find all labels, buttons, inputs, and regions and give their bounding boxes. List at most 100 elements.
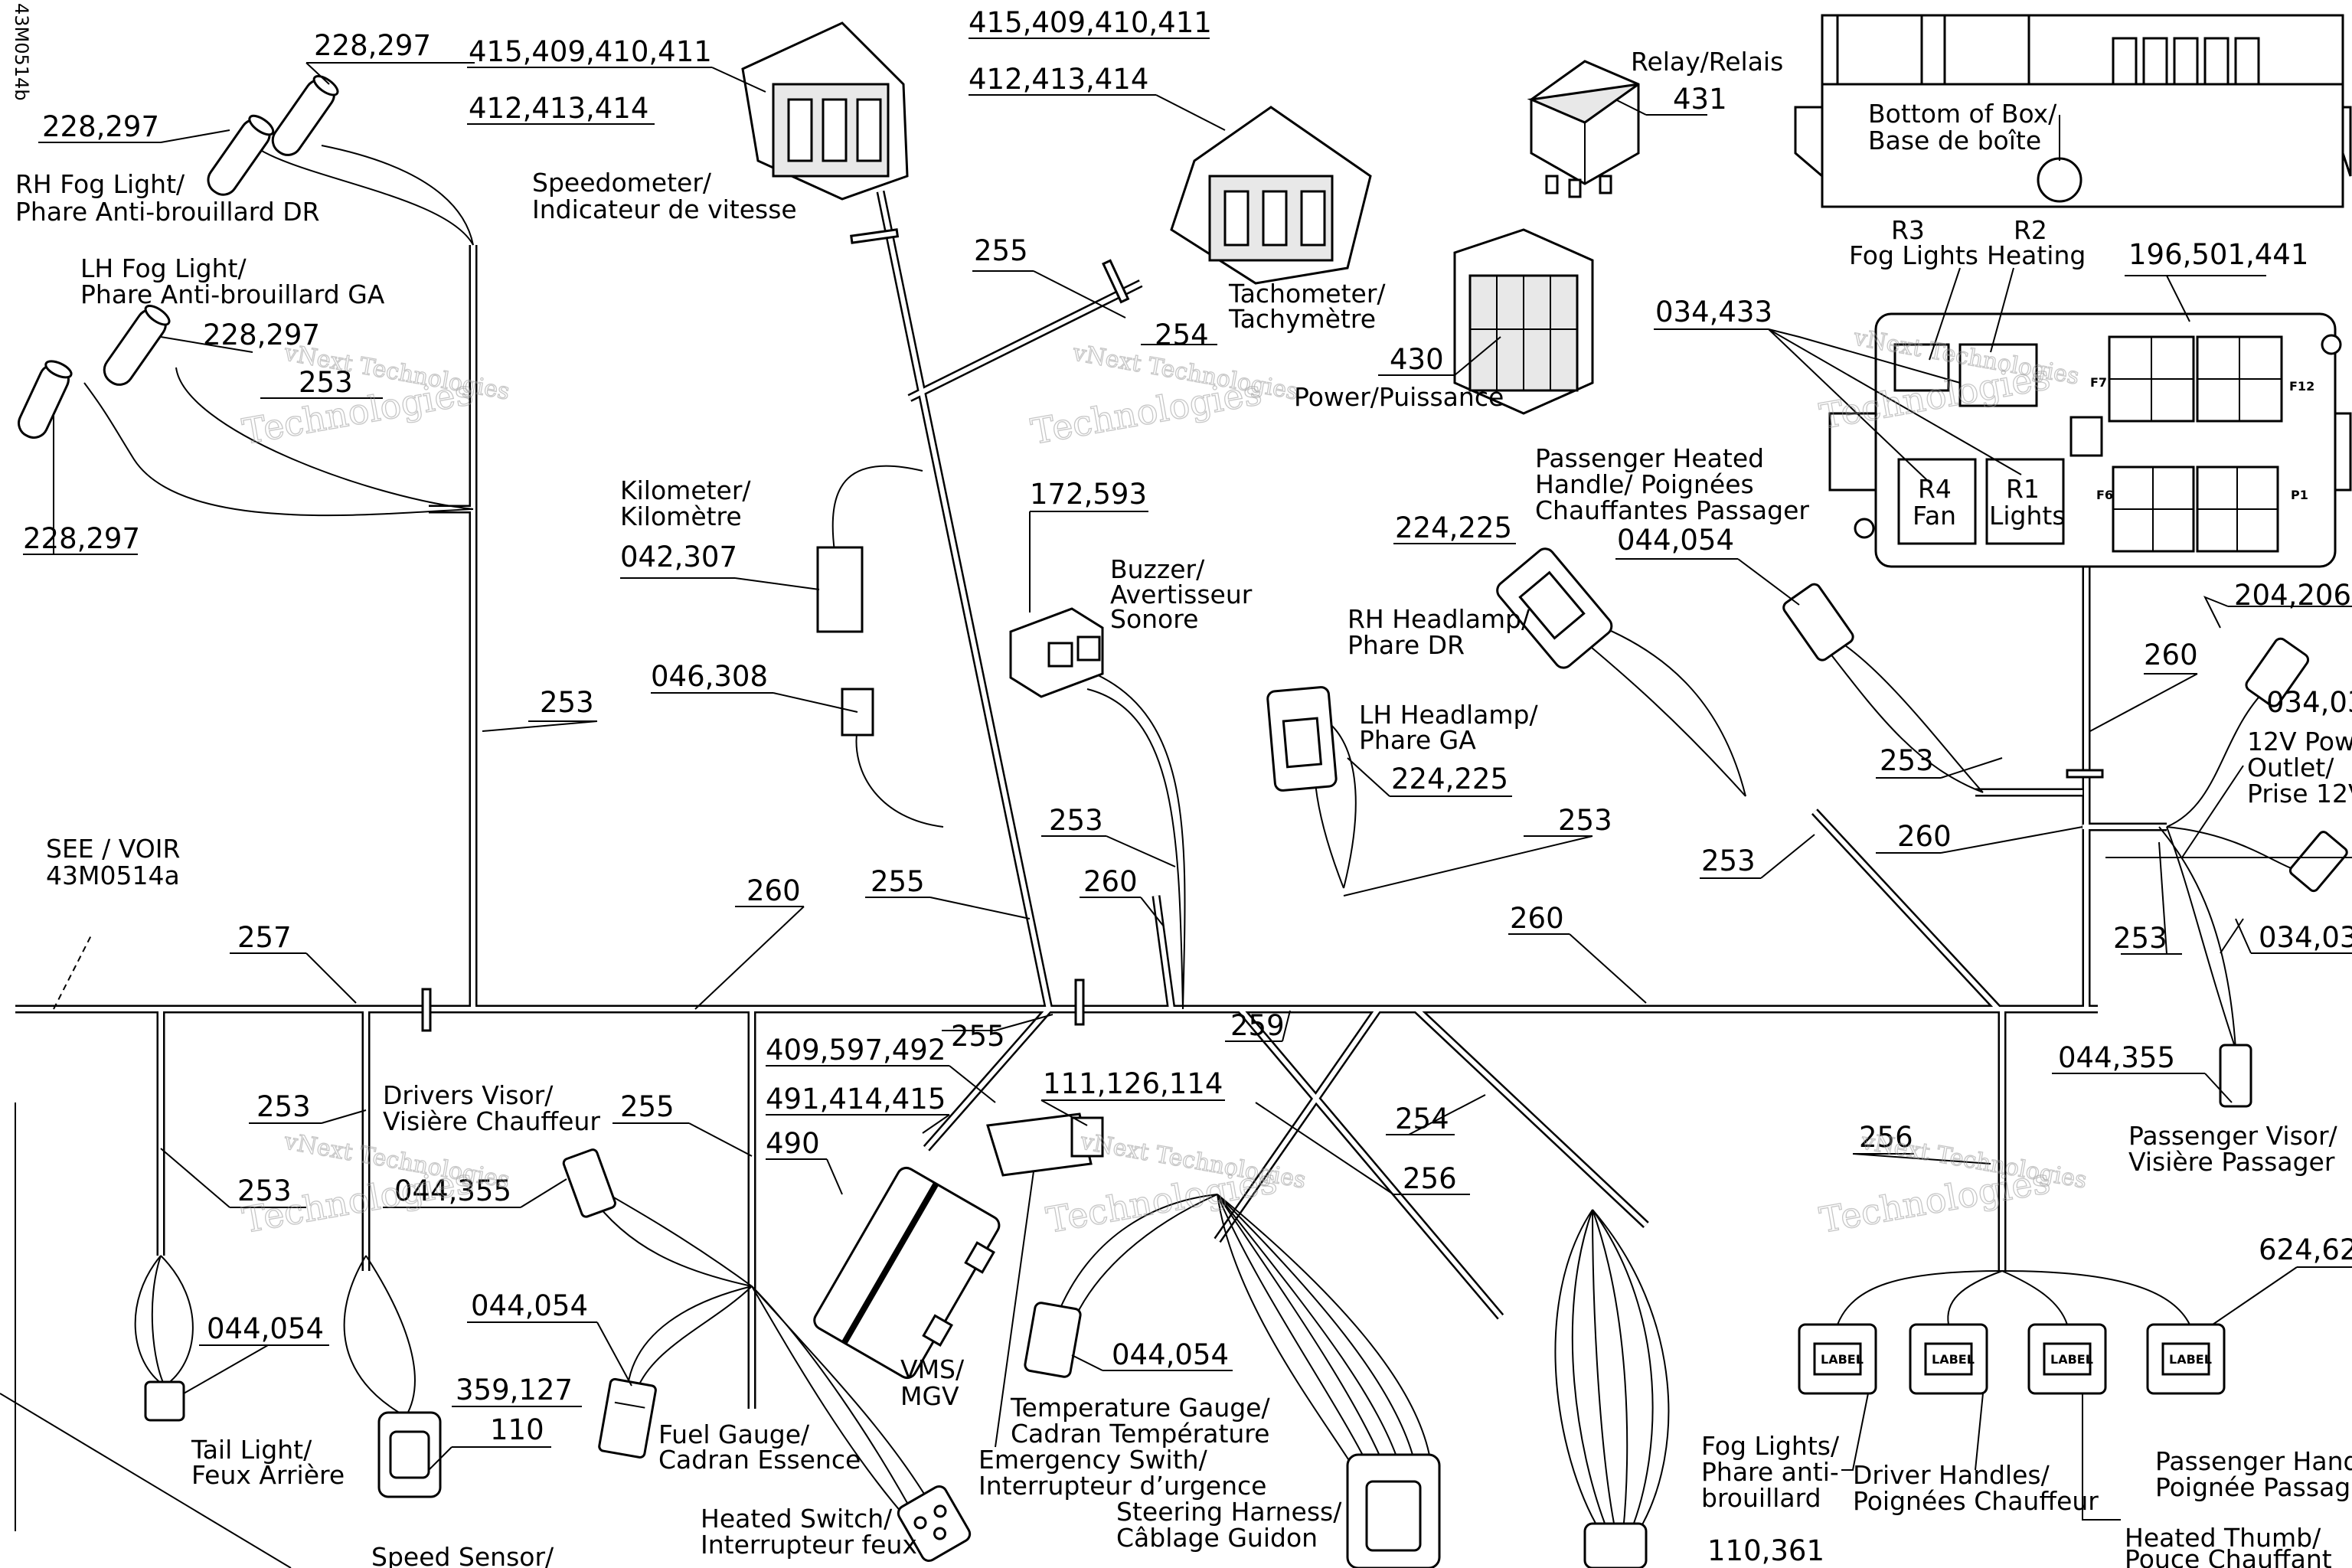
- ref-412-a: 412,413,414: [469, 92, 648, 125]
- r4-fan-label: Fan: [1913, 501, 1956, 531]
- lh-headlamp-connector: [1266, 686, 1338, 792]
- ref-359-127: 359,127: [456, 1374, 573, 1406]
- ref-034-03-a: 034,03: [2266, 686, 2352, 719]
- watermark-6b: Technologies: [1817, 1160, 2053, 1241]
- r3-fog-label: Fog Lights: [1849, 240, 1978, 270]
- ref-254-top: 254: [1155, 318, 1209, 351]
- ref-409: 409,597,492: [766, 1034, 946, 1067]
- ref-260-right: 260: [2144, 639, 2198, 671]
- driver-handles-label: Driver Handles/: [1853, 1460, 2050, 1490]
- power-label: Power/Puissance: [1294, 382, 1504, 412]
- ref-255-mid: 255: [871, 865, 925, 898]
- buzzer-label-3: Sonore: [1110, 604, 1198, 634]
- ref-044-054-d: 044,054: [1112, 1338, 1229, 1371]
- ref-111: 111,126,114: [1043, 1067, 1223, 1100]
- drivers-visor-label: Drivers Visor/: [383, 1080, 554, 1110]
- ref-415-a: 415,409,410,411: [469, 35, 712, 68]
- heated-thumb-label: Heated Thumb/: [2125, 1523, 2321, 1553]
- r2-label: R2: [2014, 215, 2047, 245]
- outlet-connector-b: [2288, 831, 2348, 893]
- ref-034-433: 034,433: [1655, 296, 1772, 328]
- passenger-heated-label: Passenger Heated: [1535, 443, 1764, 473]
- rh-headlamp-label-2: Phare DR: [1348, 630, 1465, 660]
- ref-044-054-b: 044,054: [207, 1312, 324, 1345]
- fuse-p1: P1: [2291, 488, 2308, 502]
- temperature-label: Temperature Gauge/: [1010, 1393, 1270, 1423]
- speedometer-connector: [741, 21, 909, 201]
- rh-fog-bulb-b: [207, 114, 275, 196]
- fog-lights-label: Fog Lights/: [1701, 1431, 1840, 1461]
- passenger-heated-label-2: Handle/ Poignées: [1535, 469, 1754, 499]
- ref-204-206: 204,206: [2234, 579, 2351, 612]
- ref-044-355-b: 044,355: [2058, 1041, 2175, 1074]
- steering-label: Steering Harness/: [1116, 1497, 1342, 1527]
- watermark-4b: Technologies: [240, 1160, 476, 1241]
- label-box-thumb: [2027, 1323, 2107, 1395]
- ref-228-297-c: 228,297: [203, 318, 320, 351]
- relay-label: Relay/Relais: [1631, 47, 1783, 77]
- see-label: SEE / VOIR: [46, 834, 180, 864]
- passenger-visor-connector: [2219, 1044, 2252, 1108]
- steering-label-2: Câblage Guidon: [1116, 1523, 1318, 1553]
- power-connector: [1453, 228, 1594, 415]
- see-label-2: 43M0514a: [46, 861, 180, 890]
- label-box-passenger: [2146, 1323, 2226, 1395]
- label-box-driver: [1909, 1323, 1988, 1395]
- ref-255-left: 255: [620, 1090, 675, 1123]
- fuse-f6: F6: [2096, 488, 2113, 502]
- fog-lights-label-3: brouillard: [1701, 1483, 1821, 1513]
- ref-256-right: 256: [1859, 1121, 1913, 1154]
- ref-256-mid: 256: [1403, 1162, 1457, 1195]
- text-labels: 43M0514b 228,297 228,297 RH Fog Light/ P…: [11, 3, 2352, 1568]
- ref-042-307: 042,307: [620, 541, 737, 573]
- ref-253-mid: 253: [1701, 844, 1756, 877]
- tachometer-label: Tachometer/: [1228, 279, 1386, 309]
- ref-253-buzz: 253: [1049, 804, 1103, 837]
- outlet-label-3: Prise 12V: [2247, 779, 2352, 808]
- fuse-f7: F7: [2090, 375, 2107, 390]
- r3-label: R3: [1891, 215, 1925, 245]
- ref-260-left: 260: [746, 874, 801, 907]
- emergency-label: Emergency Swith/: [978, 1445, 1208, 1475]
- emergency-switch-connector: [897, 1485, 972, 1562]
- speed-sensor-connector: [377, 1411, 442, 1498]
- fog-lights-label-2: Phare anti-: [1701, 1457, 1839, 1487]
- ref-260-mid: 260: [1083, 865, 1138, 898]
- driver-visor-connector: [562, 1148, 616, 1218]
- ref-491: 491,414,415: [766, 1083, 946, 1116]
- label-text-passenger: LABEL: [2169, 1352, 2212, 1367]
- ref-034-03-b: 034,03: [2259, 921, 2352, 954]
- lh-fog-label: LH Fog Light/: [80, 253, 247, 283]
- ref-172-593: 172,593: [1030, 478, 1147, 511]
- buzzer-label-2: Avertisseur: [1110, 580, 1253, 609]
- ref-044-355-a: 044,355: [394, 1174, 511, 1207]
- lh-fog-bulb-a: [103, 305, 171, 386]
- ref-490: 490: [766, 1127, 820, 1160]
- temperature-connector: [1024, 1302, 1082, 1378]
- vms-plug: [986, 1112, 1104, 1177]
- lh-headlamp-label: LH Headlamp/: [1359, 700, 1538, 730]
- vms-label: VMS/: [900, 1354, 965, 1384]
- lh-fog-bulb-b: [18, 360, 73, 439]
- speedometer-label: Speedometer/: [532, 168, 712, 198]
- heated-thumb-label-2: Pouce Chauffant: [2125, 1544, 2332, 1568]
- r1-label: R1: [2006, 474, 2040, 504]
- vms-module: [813, 1166, 1001, 1380]
- ref-253-left: 253: [540, 686, 594, 719]
- driver-handles-label-2: Poignées Chauffeur: [1853, 1486, 2099, 1516]
- outlet-label: 12V Power: [2247, 727, 2352, 756]
- tachometer-label-2: Tachymètre: [1228, 304, 1376, 334]
- ref-228-297-d: 228,297: [23, 522, 140, 555]
- harness-trunks: [15, 190, 2167, 1409]
- r4-label: R4: [1918, 474, 1952, 504]
- tail-light-connector: [144, 1380, 185, 1422]
- ref-260-center: 260: [1510, 902, 1564, 935]
- ref-253-lhh: 253: [1558, 804, 1612, 837]
- ref-253-vis-a: 253: [256, 1090, 311, 1123]
- r2-heating-label: Heating: [1987, 240, 2086, 270]
- ref-260-mid-right: 260: [1897, 820, 1952, 853]
- kilometer-label: Kilometer/: [620, 475, 751, 505]
- rh-headlamp-connector: [1496, 547, 1613, 669]
- ref-228-297-b: 228,297: [42, 110, 159, 143]
- ref-259: 259: [1230, 1009, 1285, 1042]
